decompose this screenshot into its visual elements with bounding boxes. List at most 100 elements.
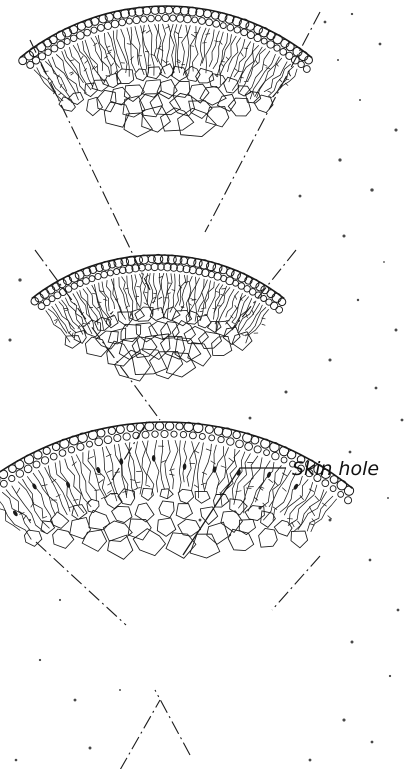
epidermis-cell (194, 259, 202, 267)
speckle-dot (397, 609, 400, 612)
cross-wall (145, 485, 150, 487)
hypodermis-cell (274, 45, 280, 51)
speckle-dot (229, 534, 231, 536)
hypodermis-cell (199, 433, 205, 439)
hypodermis-cell (322, 480, 329, 487)
epidermis-cell (165, 6, 173, 14)
hypodermis-cell (218, 436, 224, 442)
cross-wall (68, 507, 73, 508)
cross-wall (232, 322, 235, 323)
parenchyma-cell (291, 531, 308, 548)
cross-wall (56, 495, 61, 497)
parenchyma-cell (135, 69, 147, 81)
hypodermis-cell (24, 465, 32, 473)
dash-dot-axis-line (232, 250, 296, 330)
middle-wedge-section (31, 250, 296, 480)
hypodermis-cell (68, 447, 74, 453)
dash-dot-axis-line (36, 542, 126, 625)
hypodermis-cell (234, 27, 240, 33)
cross-wall (255, 60, 258, 64)
hypodermis-cell (45, 49, 51, 55)
cross-wall (268, 91, 272, 92)
parenchyma-cell (228, 529, 254, 550)
epidermis-cell (0, 470, 8, 478)
hypodermis-cell (107, 270, 113, 276)
parenchyma-cell (217, 94, 235, 111)
speckle-dot (359, 99, 361, 101)
epidermis-cell (214, 427, 223, 436)
palisade-cell-wall (244, 457, 262, 513)
palisade-cell-wall (181, 25, 187, 69)
dash-dot-axis-line (30, 40, 150, 290)
hypodermis-cell (70, 35, 77, 42)
cross-wall (108, 50, 112, 52)
palisade-cell-wall (298, 491, 327, 529)
hypodermis-cell (171, 431, 177, 437)
cross-wall (65, 310, 69, 311)
speckle-dot (29, 519, 31, 521)
hypodermis-cell (176, 15, 183, 22)
cross-wall (240, 77, 244, 78)
palisade-cell-wall (37, 68, 64, 102)
epidermis-cell (243, 433, 252, 442)
epidermis-cell (69, 273, 79, 283)
hypodermis-cell (209, 435, 215, 441)
parenchyma-cell (186, 311, 201, 324)
palisade-cell-wall (307, 496, 333, 531)
cross-wall (221, 288, 225, 289)
hypodermis-cell (77, 32, 85, 40)
epidermis-cell (116, 425, 124, 433)
skin-hole-mark (12, 510, 19, 517)
parenchyma-cell (147, 67, 161, 79)
epidermis-cell (176, 423, 183, 430)
epidermis-cell (78, 433, 87, 442)
hypodermis-cell (247, 31, 254, 38)
hypodermis-cell (298, 61, 304, 67)
cross-wall (146, 30, 150, 33)
cross-wall (282, 488, 286, 492)
speckle-dot (39, 659, 41, 661)
palisade-cell-wall (213, 32, 223, 69)
speckle-dot (18, 278, 21, 281)
epidermis-cell (261, 439, 270, 448)
hypodermis-cell (123, 433, 130, 440)
palisade-cell-wall (127, 276, 133, 319)
cross-wall (328, 515, 332, 519)
hypodermis-cell (220, 23, 226, 29)
epidermis-cell (226, 269, 234, 277)
hypodermis-cell (180, 431, 186, 437)
hypodermis-cell (233, 280, 239, 286)
hypodermis-cell (59, 450, 66, 457)
cross-wall (85, 60, 88, 63)
palisade-cell-wall (113, 31, 122, 69)
speckle-dot (389, 675, 391, 677)
epidermis-cell (173, 6, 181, 14)
cross-wall (99, 480, 103, 483)
hypodermis-cell (267, 41, 274, 48)
hypodermis-cell (161, 430, 168, 437)
parenchyma-cell (157, 518, 176, 536)
epidermis-cell (246, 22, 255, 31)
speckle-dot (284, 390, 287, 393)
hypodermis-cell (280, 49, 287, 56)
epidermis-cell (213, 264, 222, 273)
palisade-cell-wall (209, 31, 219, 67)
palisade-cell-wall (119, 277, 129, 321)
cross-wall (115, 472, 120, 473)
speckle-dot (342, 718, 345, 721)
epidermis-cell (155, 422, 163, 430)
hypodermis-cell (95, 273, 101, 279)
hypodermis-cell (0, 480, 7, 487)
palisade-cell-wall (119, 444, 128, 496)
palisade-cell-wall (76, 455, 91, 500)
parenchyma-cell (82, 530, 106, 551)
hypodermis-cell (241, 29, 248, 36)
parenchyma-cell (189, 84, 210, 103)
hypodermis-cell (114, 434, 121, 441)
parenchyma-cell (230, 499, 248, 515)
hypodermis-cell (104, 436, 112, 444)
epidermis-cell (43, 447, 50, 454)
cross-wall (137, 286, 141, 287)
speckle-dot (371, 741, 374, 744)
hypodermis-cell (16, 470, 23, 477)
